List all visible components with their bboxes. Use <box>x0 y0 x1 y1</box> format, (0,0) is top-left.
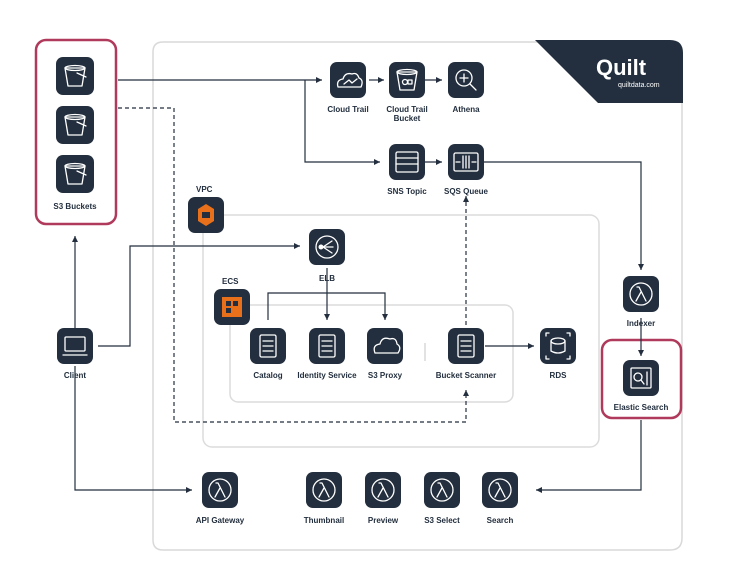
client-label: Client <box>64 371 87 380</box>
vpc-label: VPC <box>196 185 213 194</box>
bucket-scanner-node <box>448 328 484 364</box>
athena-label: Athena <box>452 105 480 114</box>
elastic-search-label: Elastic Search <box>614 403 669 412</box>
preview-node <box>365 472 401 508</box>
s3-buckets-highlight <box>34 38 118 226</box>
indexer-label: Indexer <box>627 319 655 328</box>
identity-service-label: Identity Service <box>297 371 357 380</box>
s3-bucket-3 <box>56 155 94 193</box>
connectors <box>72 77 644 493</box>
sqs-queue-label: SQS Queue <box>444 187 489 196</box>
s3-select-label: S3 Select <box>424 516 460 525</box>
brand-name: Quilt <box>596 55 647 80</box>
thumbnail-label: Thumbnail <box>304 516 344 525</box>
s3-proxy-label: S3 Proxy <box>368 371 403 380</box>
brand-badge: Quilt quiltdata.com <box>535 40 683 103</box>
s3-bucket-2 <box>56 106 94 144</box>
rds-node <box>540 328 576 364</box>
ecs-icon <box>214 289 250 325</box>
s3-bucket-1 <box>56 57 94 95</box>
thumbnail-node <box>306 472 342 508</box>
api-gateway-label: API Gateway <box>196 516 245 525</box>
indexer-node <box>623 276 659 312</box>
cloud-trail-bucket-label-line2: Bucket <box>394 114 421 123</box>
client-node <box>57 328 93 364</box>
search-label: Search <box>487 516 514 525</box>
cloud-trail-label: Cloud Trail <box>327 105 368 114</box>
elb-node <box>309 229 345 265</box>
cloud-trail-node <box>330 62 366 98</box>
identity-service-node <box>309 328 345 364</box>
sqs-queue-node <box>448 144 484 180</box>
sns-topic-label: SNS Topic <box>387 187 427 196</box>
catalog-label: Catalog <box>253 371 282 380</box>
bucket-scanner-label: Bucket Scanner <box>436 371 496 380</box>
preview-label: Preview <box>368 516 399 525</box>
search-node <box>482 472 518 508</box>
cloud-trail-bucket-label-line1: Cloud Trail <box>386 105 427 114</box>
vpc-icon <box>188 197 224 233</box>
rds-label: RDS <box>550 371 568 380</box>
elb-label: ELB <box>319 274 335 283</box>
s3-proxy-node <box>367 328 403 364</box>
sns-topic-node <box>389 144 425 180</box>
s3-buckets-label: S3 Buckets <box>53 202 97 211</box>
api-gateway-node <box>202 472 238 508</box>
ecs-label: ECS <box>222 277 239 286</box>
elastic-search-node <box>623 360 659 396</box>
catalog-node <box>250 328 286 364</box>
s3-select-node <box>424 472 460 508</box>
brand-url: quiltdata.com <box>618 82 660 89</box>
athena-node <box>448 62 484 98</box>
cloud-trail-bucket-node <box>389 62 425 98</box>
